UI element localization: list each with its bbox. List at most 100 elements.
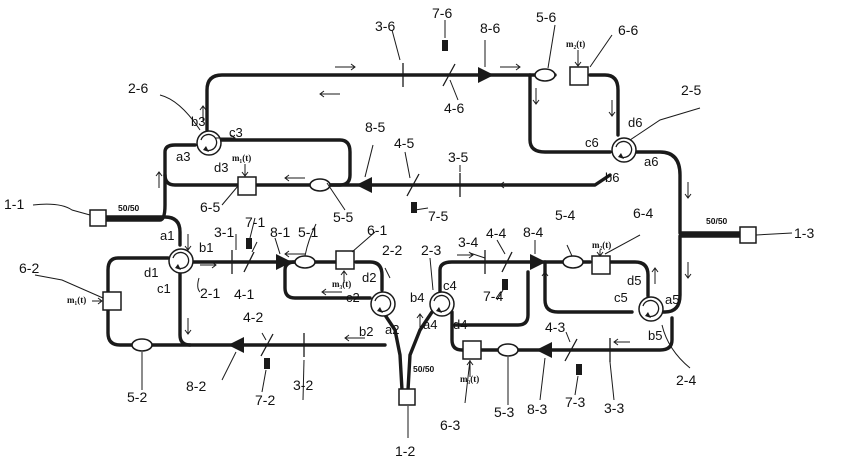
label-3-5: 3-5: [448, 149, 468, 165]
label-3-3: 3-3: [604, 400, 624, 416]
modulation-6-4: m₂(t): [592, 240, 611, 250]
label-1-3: 1-3: [794, 225, 814, 241]
detector-7-1: [246, 238, 252, 249]
label-7-4: 7-4: [483, 288, 503, 304]
gratings-and-splitters: [232, 63, 610, 362]
label-6-6: 6-6: [618, 22, 638, 38]
detector-7-6: [442, 40, 448, 51]
modulation-6-6: m₂(t): [566, 39, 585, 49]
port-c1: c1: [157, 281, 171, 296]
modulator-6-4: [592, 256, 610, 274]
coupler-ratio-1-2: 50/50: [413, 364, 435, 374]
port-d1: d1: [144, 265, 158, 280]
port-a3: a3: [176, 149, 190, 164]
label-4-1: 4-1: [234, 286, 254, 302]
circulator-2: [371, 292, 395, 316]
detector-7-5: [411, 202, 417, 213]
label-7-6: 7-6: [432, 5, 452, 21]
port-d5: d5: [627, 273, 641, 288]
label-2-2: 2-2: [382, 242, 402, 258]
label-2-1: 2-1: [200, 285, 220, 301]
modulator-6-3: [463, 341, 481, 359]
label-7-3: 7-3: [565, 394, 585, 410]
port-d6: d6: [628, 115, 642, 130]
label-4-3: 4-3: [545, 319, 565, 335]
left-coupler-fiber-2: [105, 175, 165, 220]
label-7-2: 7-2: [255, 392, 275, 408]
modulation-6-1: m₃(t): [332, 279, 351, 289]
label-3-4: 3-4: [458, 234, 478, 250]
label-8-3: 8-3: [527, 401, 547, 417]
label-4-6: 4-6: [444, 100, 464, 116]
label-6-2: 6-2: [19, 260, 39, 276]
port-b6: b6: [605, 170, 619, 185]
modulation-6-5: m₁(t): [232, 153, 251, 163]
port-a6: a6: [644, 154, 658, 169]
label-1-2: 1-2: [395, 443, 415, 459]
label-8-4: 8-4: [523, 224, 543, 240]
label-2-5: 2-5: [681, 82, 701, 98]
circulator-5: [639, 297, 663, 321]
pc-5-3: [498, 344, 518, 356]
port-d3: d3: [214, 160, 228, 175]
port-b5: b5: [648, 328, 662, 343]
coupler-1-1: [90, 210, 106, 226]
port-c5: c5: [614, 290, 628, 305]
label-6-5: 6-5: [200, 199, 220, 215]
label-8-1: 8-1: [270, 224, 290, 240]
coupler-ratio-1-3: 50/50: [706, 216, 728, 226]
isolator-8-2: [228, 337, 244, 353]
label-4-5: 4-5: [394, 135, 414, 151]
label-4-2: 4-2: [243, 309, 263, 325]
port-b2: b2: [359, 324, 373, 339]
port-a5: a5: [665, 292, 679, 307]
port-c3: c3: [229, 125, 243, 140]
label-2-3: 2-3: [421, 242, 441, 258]
modulator-6-5: [238, 177, 256, 195]
circulator-4: [430, 292, 454, 316]
modulation-6-2: m₁(t): [67, 295, 86, 305]
label-8-5: 8-5: [365, 119, 385, 135]
port-b4: b4: [410, 290, 424, 305]
isolator-8-3: [536, 342, 552, 358]
isolator-8-5: [356, 177, 372, 193]
label-1-1: 1-1: [4, 196, 24, 212]
port-d4: d4: [453, 317, 467, 332]
top-right-fiber: [590, 75, 618, 135]
port-a1: a1: [160, 228, 174, 243]
port-c2: c2: [346, 290, 360, 305]
port-b3: b3: [191, 114, 205, 129]
pc-5-4: [563, 256, 583, 268]
label-5-5: 5-5: [333, 209, 353, 225]
pc-5-1: [295, 256, 315, 268]
label-5-4: 5-4: [555, 207, 575, 223]
circulator-3: [197, 131, 221, 155]
label-6-4: 6-4: [633, 205, 653, 221]
label-5-3: 5-3: [494, 404, 514, 420]
port-c6: c6: [585, 135, 599, 150]
detector-7-2: [264, 358, 270, 369]
label-7-1: 7-1: [245, 214, 265, 230]
detector-7-3: [576, 364, 582, 375]
label-8-2: 8-2: [186, 378, 206, 394]
modulator-6-2: [103, 292, 121, 310]
coupler-1-2: [399, 389, 415, 405]
port-a2: a2: [385, 322, 399, 337]
port-c4: c4: [443, 278, 457, 293]
label-6-1: 6-1: [367, 222, 387, 238]
label-3-1: 3-1: [214, 224, 234, 240]
label-7-5: 7-5: [428, 208, 448, 224]
pc-5-2: [132, 339, 152, 351]
pc-5-6: [535, 69, 555, 81]
label-5-1: 5-1: [298, 224, 318, 240]
label-3-2: 3-2: [293, 377, 313, 393]
modulator-6-6: [570, 67, 588, 85]
circulator-6: [612, 138, 636, 162]
modulator-6-1: [336, 251, 354, 269]
label-5-2: 5-2: [127, 389, 147, 405]
label-8-6: 8-6: [480, 20, 500, 36]
circulator-1: [169, 249, 193, 273]
isolator-8-6: [478, 67, 494, 83]
pc-5-5: [310, 179, 330, 191]
